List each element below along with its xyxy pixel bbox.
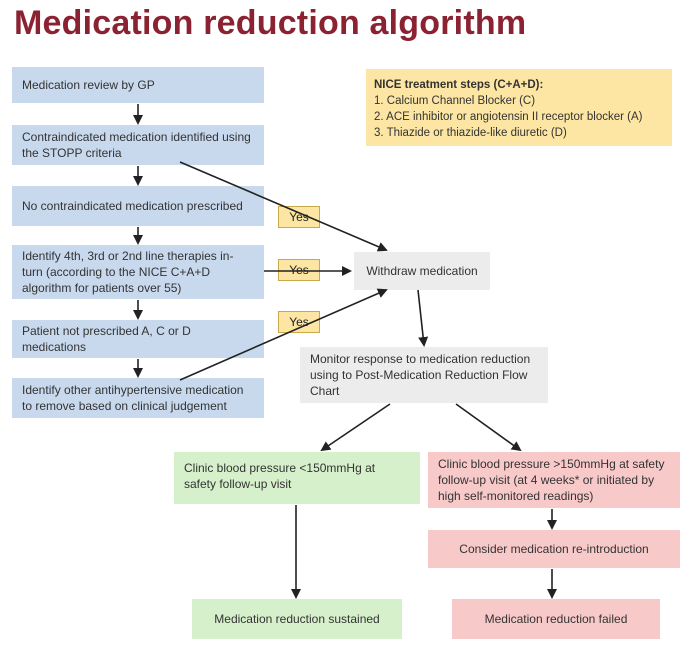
withdraw-medication: Withdraw medication xyxy=(354,252,490,290)
step-label: Contraindicated medication identified us… xyxy=(22,130,251,160)
nice-step: 2. ACE inhibitor or angiotensin II recep… xyxy=(374,111,643,123)
step-no-contraindicated: No contraindicated medication prescribed xyxy=(12,186,264,226)
medication-reduction-sustained: Medication reduction sustained xyxy=(192,599,402,639)
consider-reintroduction: Consider medication re-introduction xyxy=(428,530,680,568)
step-medication-review: Medication review by GP xyxy=(12,67,264,103)
step-label: Monitor response to medication reduction… xyxy=(310,352,531,398)
arrow xyxy=(179,161,388,252)
yes-label: Yes xyxy=(278,259,320,281)
step-other-antihypertensive: Identify other antihypertensive medicati… xyxy=(12,378,264,418)
step-label: Clinic blood pressure <150mmHg at safety… xyxy=(184,461,376,491)
nice-title: NICE treatment steps (C+A+D): xyxy=(374,79,544,91)
step-label: No contraindicated medication prescribed xyxy=(22,199,243,213)
clinic-bp-above-150: Clinic blood pressure >150mmHg at safety… xyxy=(428,452,680,508)
step-label: Clinic blood pressure >150mmHg at safety… xyxy=(438,457,665,503)
step-label: Withdraw medication xyxy=(366,264,478,278)
arrow xyxy=(417,289,429,347)
arrow xyxy=(455,403,522,452)
page-title: Medication reduction algorithm xyxy=(14,4,527,42)
step-not-prescribed-acd: Patient not prescribed A, C or D medicat… xyxy=(12,320,264,358)
clinic-bp-below-150: Clinic blood pressure <150mmHg at safety… xyxy=(174,452,420,504)
step-identify-therapies: Identify 4th, 3rd or 2nd line therapies … xyxy=(12,245,264,299)
step-label: Patient not prescribed A, C or D medicat… xyxy=(22,324,191,354)
step-label: Identify 4th, 3rd or 2nd line therapies … xyxy=(22,249,234,295)
step-label: Medication reduction sustained xyxy=(214,612,380,626)
arrow xyxy=(320,403,391,452)
yes-label: Yes xyxy=(278,206,320,228)
step-label: Medication review by GP xyxy=(22,78,155,92)
yes-label: Yes xyxy=(278,311,320,333)
medication-reduction-failed: Medication reduction failed xyxy=(452,599,660,639)
step-label: Medication reduction failed xyxy=(484,612,628,626)
nice-step: 3. Thiazide or thiazide-like diuretic (D… xyxy=(374,127,567,139)
monitor-response: Monitor response to medication reduction… xyxy=(300,347,548,403)
step-label: Identify other antihypertensive medicati… xyxy=(22,383,244,413)
step-label: Consider medication re-introduction xyxy=(459,542,649,556)
nice-treatment-steps: NICE treatment steps (C+A+D): 1. Calcium… xyxy=(366,69,672,146)
arrow xyxy=(179,288,388,381)
nice-step: 1. Calcium Channel Blocker (C) xyxy=(374,95,536,107)
step-contraindicated-identified: Contraindicated medication identified us… xyxy=(12,125,264,165)
